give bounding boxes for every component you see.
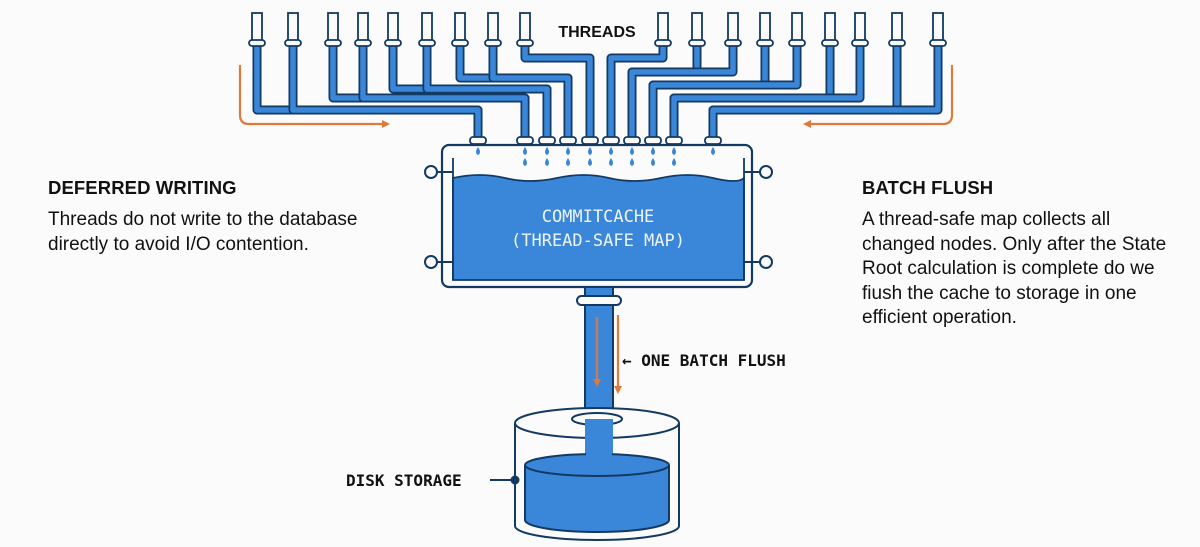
right-flow-arrow <box>803 65 954 128</box>
thread-tube <box>357 12 369 44</box>
disk-label-dot <box>510 475 520 485</box>
thread-pipe-17 <box>708 15 902 138</box>
thread-pipe-12 <box>627 15 738 138</box>
deferred-writing-body: Threads do not write to the database dir… <box>48 209 358 255</box>
thread-tube <box>727 12 739 44</box>
flush-label: ← ONE BATCH FLUSH <box>622 351 786 370</box>
water-drop <box>566 147 570 155</box>
thread-tube <box>854 12 866 44</box>
deferred-writing-panel: DEFERRED WRITING Threads do not write to… <box>48 177 368 257</box>
thread-collar <box>418 39 436 47</box>
thread-collar <box>888 39 906 47</box>
inlet-collar <box>602 136 620 145</box>
thread-pipe-6-water <box>424 15 550 138</box>
thread-collar <box>284 39 302 47</box>
thread-tube <box>487 12 499 44</box>
thread-collar <box>484 39 502 47</box>
thread-tube <box>287 12 299 44</box>
thread-tube <box>421 12 433 44</box>
thread-pipe-18-water <box>710 15 941 138</box>
thread-tube <box>454 12 466 44</box>
thread-collar <box>384 39 402 47</box>
inlet-collar <box>538 136 556 145</box>
thread-pipe-4-water <box>360 15 528 138</box>
disk-label: DISK STORAGE <box>346 471 462 490</box>
thread-collar <box>354 39 372 47</box>
cache-title: COMMITCACHE <box>542 207 655 227</box>
thread-tube <box>387 12 399 44</box>
water-drop <box>545 158 549 166</box>
cache-subtitle: (THREAD-SAFE MAP) <box>511 231 685 251</box>
disk-storage-cylinder <box>514 407 680 541</box>
water-drop <box>566 158 570 166</box>
inlet-collar <box>581 136 599 145</box>
batch-flush-title: BATCH FLUSH <box>862 177 994 198</box>
inlet-collar <box>516 136 534 145</box>
inlet-collar <box>559 136 577 145</box>
water-drop <box>630 147 634 155</box>
water-drop <box>672 147 676 155</box>
water-drop <box>523 158 527 166</box>
thread-collar <box>929 39 947 47</box>
water-drop <box>588 147 592 155</box>
thread-tube <box>932 12 944 44</box>
inlet-collar <box>644 136 662 145</box>
water-drop <box>545 147 549 155</box>
water-drop <box>672 158 676 166</box>
water-drop <box>609 147 613 155</box>
thread-collar <box>248 39 266 47</box>
inlet-collar <box>665 136 683 145</box>
thread-tube <box>327 12 339 44</box>
inlet-collar <box>469 136 487 145</box>
thread-collar <box>688 39 706 47</box>
thread-pipe-14-water <box>650 15 800 138</box>
thread-pipe-2 <box>288 15 483 138</box>
thread-tube <box>759 12 771 44</box>
thread-pipe-2-water <box>290 15 481 138</box>
batch-flush-body: A thread-safe map collects all changed n… <box>862 209 1167 329</box>
thread-tube <box>657 12 669 44</box>
water-drop <box>609 158 613 166</box>
water-drop <box>711 147 715 155</box>
water-drop <box>476 147 480 155</box>
water-drop <box>523 147 527 155</box>
thread-tube <box>791 12 803 44</box>
inlet-collar <box>704 136 722 145</box>
thread-collar <box>851 39 869 47</box>
thread-pipe-17-water <box>710 15 900 138</box>
thread-collar <box>654 39 672 47</box>
deferred-writing-title: DEFERRED WRITING <box>48 177 237 198</box>
commitcache-tank <box>424 143 773 289</box>
water-drops <box>476 147 715 166</box>
water-drop <box>651 147 655 155</box>
water-drop <box>588 158 592 166</box>
batch-flush-panel: BATCH FLUSH A thread-safe map collects a… <box>862 177 1182 331</box>
thread-collar <box>788 39 806 47</box>
thread-collar <box>724 39 742 47</box>
thread-collar <box>451 39 469 47</box>
thread-collar <box>821 39 839 47</box>
thread-pipe-16-water <box>671 15 863 138</box>
thread-tube <box>891 12 903 44</box>
threads-label: THREADS <box>558 24 636 41</box>
water-drop <box>630 158 634 166</box>
outlet-pipe <box>576 286 622 411</box>
thread-tube <box>824 12 836 44</box>
thread-tube <box>519 12 531 44</box>
left-flow-arrow <box>238 65 390 128</box>
thread-tube <box>691 12 703 44</box>
inlet-collar <box>623 136 641 145</box>
thread-collar <box>324 39 342 47</box>
thread-collar <box>516 39 534 47</box>
water-drop <box>651 158 655 166</box>
thread-collar <box>756 39 774 47</box>
thread-tube <box>251 12 263 44</box>
